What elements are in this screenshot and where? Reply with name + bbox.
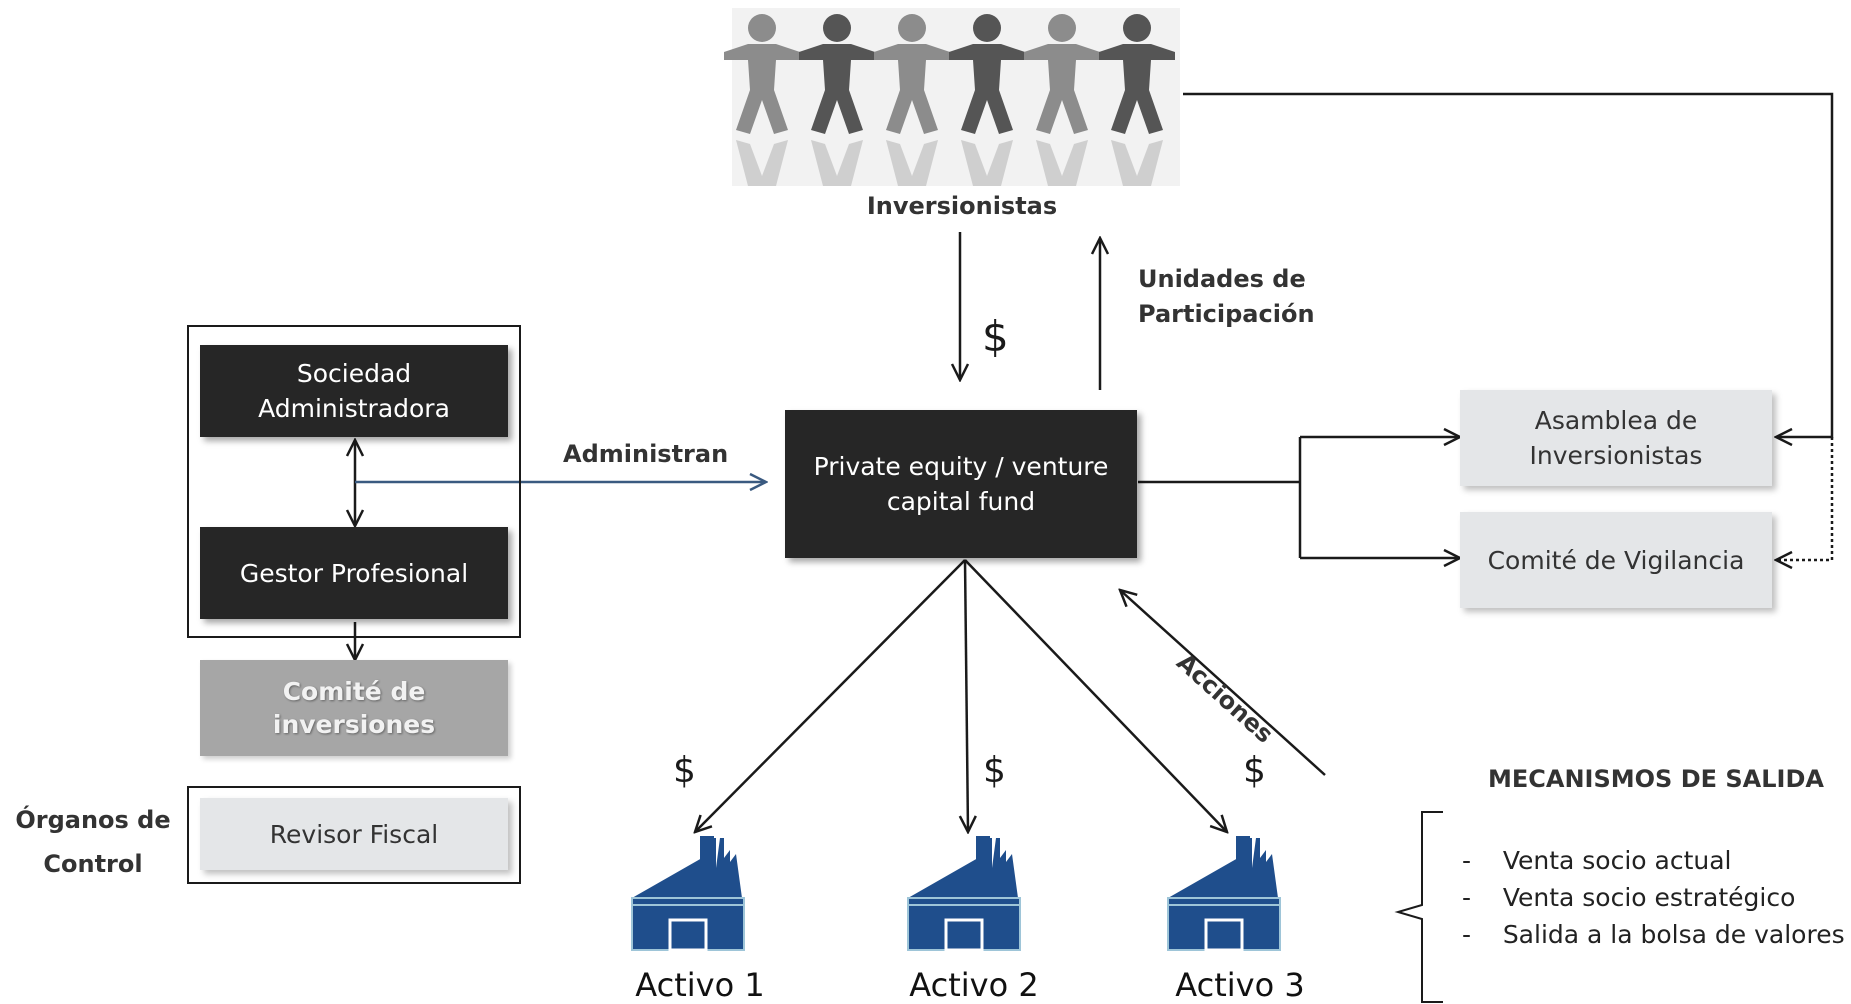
factory-icon: [1167, 836, 1281, 952]
investors-people-icon: [724, 8, 1180, 186]
exit-item-1: - Venta socio actual: [1462, 846, 1732, 875]
investors-label: Inversionistas: [866, 192, 1058, 220]
manager-label: Gestor Profesional: [239, 558, 469, 588]
fund-to-asset-3-arrow: [964, 559, 1227, 832]
exit-item-3-text: Salida a la bolsa de valores: [1502, 920, 1845, 949]
money-out-label-2: $: [983, 750, 1006, 791]
exit-brace: [1394, 811, 1443, 1003]
management-group-frame: [187, 325, 521, 638]
exit-item-3: - Salida a la bolsa de valores: [1462, 920, 1845, 949]
administer-label: Administran: [563, 440, 729, 468]
exit-item-2-text: Venta socio estratégico: [1502, 883, 1796, 912]
control-heading: Órganos de Control: [15, 806, 171, 878]
factory-icon: [631, 836, 745, 952]
person-figure: [1099, 14, 1175, 186]
control-frame: [187, 786, 521, 884]
fund-label: Private equity / venture capital fund: [813, 452, 1109, 516]
management-company-box: Sociedad Administradora: [200, 345, 508, 437]
person-figure: [874, 14, 950, 186]
asset-label-3: Activo 3: [1175, 966, 1305, 1004]
investment-committee-label: Comité de inversiones: [272, 677, 436, 739]
oversight-box: Comité de Vigilancia: [1460, 512, 1772, 608]
fund-to-asset-1-arrow: [695, 559, 966, 832]
fund-box: Private equity / venture capital fund: [785, 410, 1137, 558]
units-label: Unidades de Participación: [1138, 265, 1315, 328]
investment-committee-box: Comité de inversiones: [200, 660, 508, 756]
investors-to-oversight-line: [1776, 437, 1834, 560]
money-out-label-3: $: [1243, 750, 1266, 791]
exit-item-1-text: Venta socio actual: [1502, 846, 1732, 875]
money-in-label: $: [982, 312, 1009, 361]
shares-arrow: [1120, 590, 1326, 776]
asset-label-1: Activo 1: [635, 966, 765, 1004]
person-figure: [799, 14, 875, 186]
fund-to-asset-2-arrow: [965, 559, 968, 832]
assembly-box: Asamblea de Inversionistas: [1460, 390, 1772, 486]
exit-title: MECANISMOS DE SALIDA: [1488, 765, 1824, 793]
assets-factories: [631, 836, 1281, 952]
auditor-label: Revisor Fiscal: [269, 819, 439, 849]
assembly-label: Asamblea de Inversionistas: [1529, 406, 1703, 470]
person-figure: [949, 14, 1025, 186]
money-out-label-1: $: [673, 750, 696, 791]
investors-to-assembly-line: [1183, 92, 1834, 437]
person-figure: [724, 14, 800, 186]
exit-item-2: - Venta socio estratégico: [1462, 883, 1796, 912]
exit-list: - Venta socio actual - Venta socio estra…: [1462, 842, 1845, 953]
asset-label-2: Activo 2: [909, 966, 1039, 1004]
factory-icon: [907, 836, 1021, 952]
oversight-label: Comité de Vigilancia: [1487, 545, 1745, 575]
management-company-label: Sociedad Administradora: [258, 359, 450, 423]
auditor-box: Revisor Fiscal: [200, 798, 508, 870]
person-figure: [1024, 14, 1100, 186]
manager-box: Gestor Profesional: [200, 527, 508, 619]
